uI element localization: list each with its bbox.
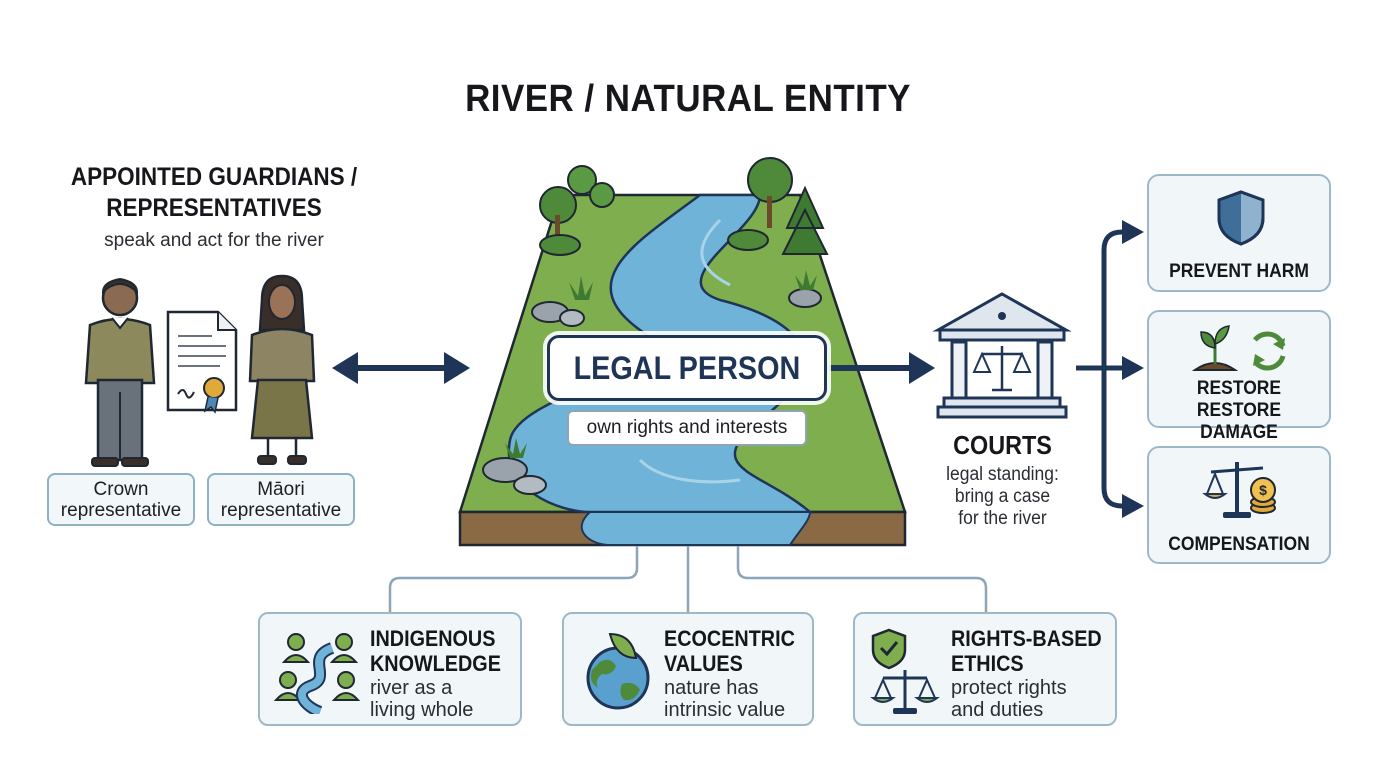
rights-title2: ETHICS: [951, 651, 1024, 676]
courts-title: COURTS: [953, 430, 1052, 460]
guardians-title-line2: REPRESENTATIVES: [106, 194, 322, 222]
crown-label-line1: Crown: [93, 478, 149, 500]
courthouse-icon: [932, 292, 1072, 419]
rights-sub2: and duties: [951, 699, 1044, 721]
guardians-title-line1: APPOINTED GUARDIANS /: [70, 163, 358, 191]
rights-title1: RIGHTS-BASED: [951, 626, 1102, 651]
shield-icon: [1217, 190, 1265, 246]
indigenous-title1: INDIGENOUS: [370, 626, 496, 651]
outcome-compensation: $ COMPENSATION: [1147, 446, 1331, 564]
maori-representative-label: Māori representative: [207, 473, 355, 526]
ecocentric-title1: ECOCENTRIC: [664, 626, 795, 651]
outcome-restore-damage: RESTORE RESTORE DAMAGE: [1147, 310, 1331, 443]
courts-line2: bring a case: [954, 486, 1051, 507]
diagram-title: RIVER / NATURAL ENTITY: [465, 78, 911, 120]
values-connectors: [388, 546, 988, 612]
compensation-label: COMPENSATION: [1168, 534, 1310, 555]
plant-recycle-icon: [1191, 325, 1286, 371]
value-rights-based-ethics: RIGHTS-BASED ETHICS protect rights and d…: [853, 612, 1117, 726]
restore-label-line1: RESTORE: [1196, 378, 1282, 399]
value-indigenous-knowledge: INDIGENOUS KNOWLEDGE river as a living w…: [258, 612, 522, 726]
indigenous-title2: KNOWLEDGE: [370, 651, 501, 676]
indigenous-sub1: river as a: [370, 677, 453, 699]
prevent-harm-label: PREVENT HARM: [1169, 261, 1309, 282]
ecocentric-sub1: nature has: [664, 677, 759, 699]
restore-label-line2: RESTORE DAMAGE: [1196, 400, 1282, 443]
crown-label-line2: representative: [60, 499, 182, 521]
rights-sub1: protect rights: [951, 677, 1067, 699]
crown-person-icon: [84, 277, 156, 467]
outcome-prevent-harm: PREVENT HARM: [1147, 174, 1331, 292]
maori-person-icon: [248, 274, 316, 465]
shield-scales-icon: [870, 628, 940, 714]
ecocentric-title2: VALUES: [664, 651, 743, 676]
courts-line1: legal standing:: [946, 464, 1059, 485]
value-ecocentric: ECOCENTRIC VALUES nature has intrinsic v…: [562, 612, 814, 726]
maori-label-line2: representative: [220, 499, 342, 521]
own-rights-label: own rights and interests: [567, 410, 807, 446]
maori-label-line1: Māori: [257, 478, 305, 500]
river-courts-arrow: [828, 352, 935, 384]
legal-person-box: LEGAL PERSON: [547, 335, 827, 401]
svg-text:$: $: [1259, 482, 1267, 498]
document-seal-icon: [166, 310, 238, 414]
legal-person-label: LEGAL PERSON: [573, 349, 801, 386]
crown-representative-label: Crown representative: [47, 473, 195, 526]
courts-description: legal standing: bring a case for the riv…: [927, 464, 1079, 530]
guardian-river-arrow: [332, 352, 470, 384]
indigenous-sub2: living whole: [370, 699, 474, 721]
scales-coins-icon: $: [1202, 462, 1276, 518]
ecocentric-sub2: intrinsic value: [664, 699, 786, 721]
courts-line3: for the river: [958, 508, 1047, 529]
globe-leaf-icon: [586, 632, 650, 710]
people-river-icon: [274, 633, 361, 714]
guardians-subtitle: speak and act for the river: [104, 230, 324, 251]
outcome-bracket: [1076, 229, 1128, 509]
